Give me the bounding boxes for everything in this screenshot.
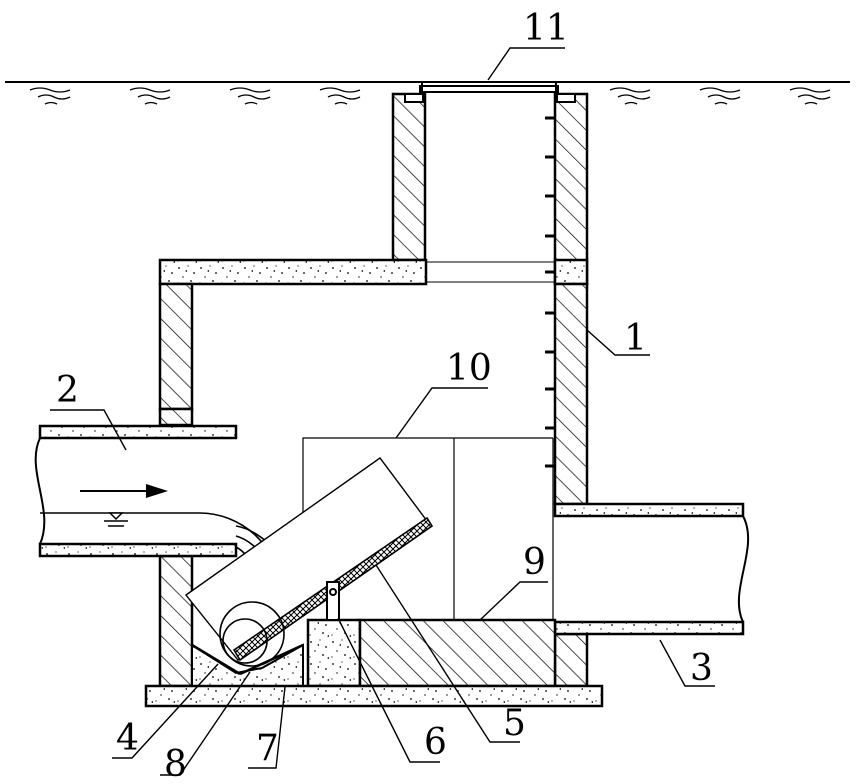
rotation-device <box>219 601 285 667</box>
outlet-pipe <box>553 502 750 636</box>
base-slab <box>144 684 604 708</box>
shaft-cap-right <box>556 93 576 103</box>
label-8: 8 <box>164 744 187 784</box>
ladder-rungs <box>545 116 555 468</box>
label-10: 10 <box>446 348 492 389</box>
flow-arrow <box>80 484 168 498</box>
label-7: 7 <box>256 728 279 769</box>
hinge-bracket <box>313 581 355 621</box>
channel-floor <box>358 618 557 688</box>
chamber-wall-right-lower <box>553 632 589 688</box>
screen-box <box>302 437 554 622</box>
label-4: 4 <box>116 718 139 759</box>
roof-slab <box>158 258 428 286</box>
manhole-cover <box>419 82 559 93</box>
chamber-wall-left-mid <box>158 407 194 427</box>
shaft-wall-right <box>553 92 589 286</box>
label-9: 9 <box>523 542 546 583</box>
label-5: 5 <box>503 703 526 744</box>
shaft-cap-left <box>404 93 424 103</box>
support-pier <box>306 618 362 688</box>
chamber-wall-right-upper <box>553 282 589 506</box>
water-level-symbol <box>104 512 128 527</box>
chamber-wall-left-lower <box>158 554 194 688</box>
leader-lines <box>50 47 715 776</box>
shaft-wall-left <box>391 92 427 262</box>
roof-slab-right <box>553 258 589 286</box>
ground-hatching <box>29 87 831 105</box>
label-1: 1 <box>624 318 647 359</box>
label-2: 2 <box>56 370 79 411</box>
chamber-wall-left-upper <box>158 282 194 411</box>
label-6: 6 <box>424 722 447 763</box>
inlet-pipe <box>34 424 293 623</box>
label-11: 11 <box>523 8 569 49</box>
label-3: 3 <box>690 648 713 689</box>
